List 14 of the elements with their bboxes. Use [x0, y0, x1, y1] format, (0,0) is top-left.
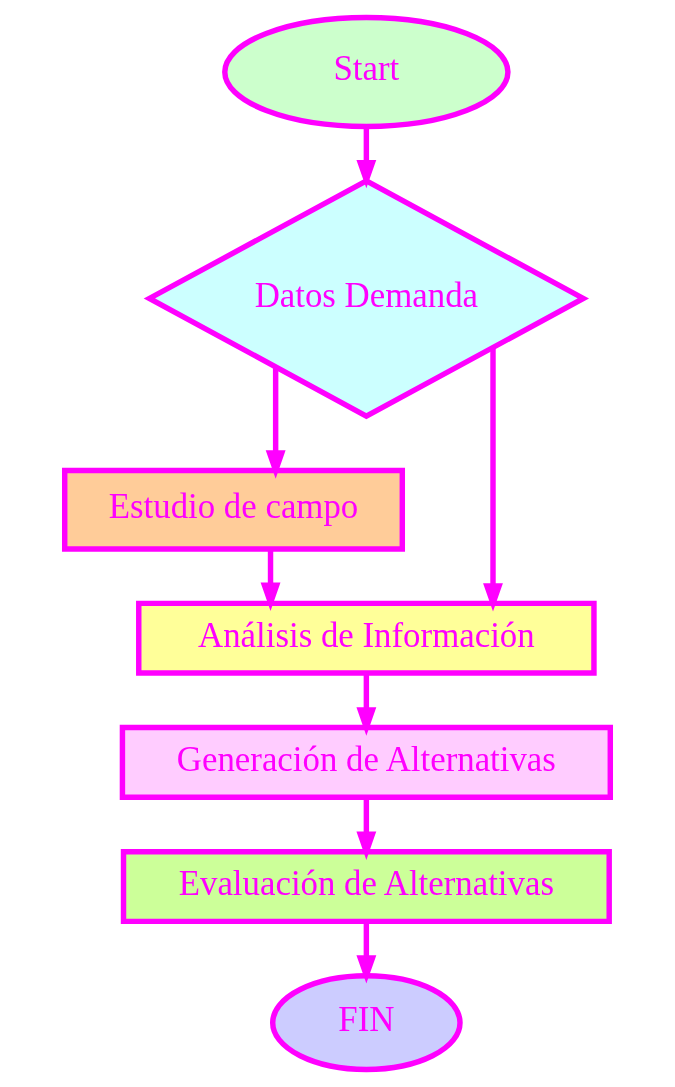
arrow	[483, 347, 503, 612]
node-box: Evaluación de Alternativas	[120, 848, 612, 925]
arrow	[356, 921, 377, 984]
arrow	[260, 549, 281, 611]
node-ellipse: FIN	[270, 973, 463, 1073]
arrow	[356, 126, 377, 189]
node-box: Generación de Alternativas	[119, 724, 613, 800]
arrow	[356, 673, 377, 736]
arrow	[356, 797, 377, 860]
node-box: Análisis de Información	[136, 600, 597, 676]
node-diamond: Datos Demanda	[143, 177, 590, 420]
arrow	[265, 367, 286, 479]
node-box: Estudio de campo	[62, 467, 405, 552]
node-ellipse: Start	[222, 14, 511, 130]
